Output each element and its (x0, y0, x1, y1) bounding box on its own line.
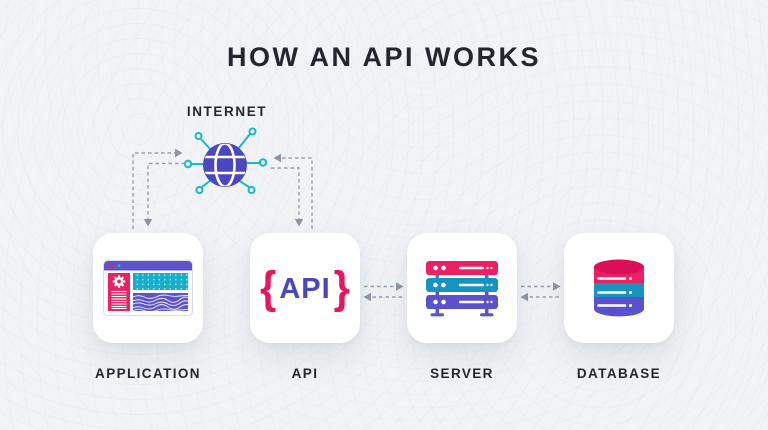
application-label: APPLICATION (95, 366, 201, 381)
server-label: SERVER (430, 366, 494, 381)
open-brace: { (259, 262, 277, 313)
internet-label: INTERNET (186, 104, 268, 119)
api-label: API (291, 366, 319, 381)
database-card (564, 233, 674, 343)
browser-window-icon (103, 260, 193, 316)
application-card (93, 233, 203, 343)
database-label: DATABASE (576, 366, 662, 381)
page-title: HOW AN API WORKS (227, 42, 541, 72)
close-brace: } (333, 262, 351, 313)
database-cylinder-icon (594, 259, 644, 317)
arrow-internet-to-api (271, 167, 304, 227)
api-card: { API } (250, 233, 360, 343)
arrow-api-to-internet (273, 153, 313, 229)
arrow-database-to-server (520, 292, 559, 302)
arrow-server-to-api (363, 292, 402, 302)
internet-globe-icon (183, 127, 268, 194)
server-rack-icon (426, 261, 498, 317)
api-braces-text: { API } (259, 262, 351, 313)
api-word: API (279, 272, 331, 305)
arrow-application-to-internet (132, 148, 183, 229)
server-card (407, 233, 517, 343)
arrow-server-to-database (521, 282, 561, 291)
arrow-api-to-server (364, 282, 404, 291)
